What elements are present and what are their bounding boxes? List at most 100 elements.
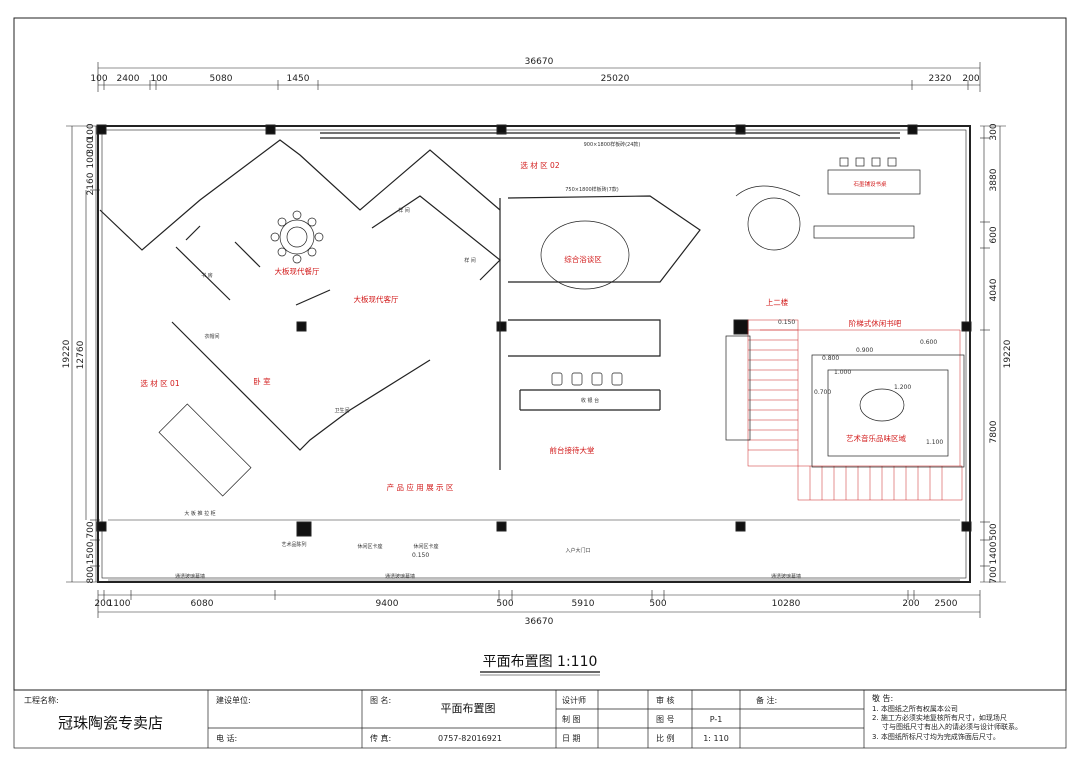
dim-bottom-seg: 5910 — [572, 599, 595, 609]
label-curtain: 通透玻璃幕墙 — [175, 573, 205, 580]
art-area-tiers — [725, 335, 965, 468]
dim-bottom-seg: 500 — [649, 599, 666, 609]
elev: 1.200 — [894, 384, 911, 391]
dim-left-seg: 1500 — [86, 541, 96, 564]
dim-left-seg: 800 — [86, 566, 96, 583]
label-xuancai-01: 选 材 区 01 — [140, 378, 179, 388]
label-bath: 综合浴谈区 — [564, 254, 602, 264]
bottom-dimensions — [97, 590, 981, 618]
dim-right-seg: 4040 — [989, 278, 999, 301]
label-upstairs: 上二楼 — [766, 297, 789, 307]
label-rest: 休闲区卡座 — [357, 543, 382, 550]
label-entrance: 入户大门口 — [565, 547, 590, 554]
dim-bottom-seg: 2500 — [935, 599, 958, 609]
dining-table — [270, 210, 324, 264]
elev: 0.700 — [814, 389, 831, 396]
dim-right-seg: 300 — [989, 123, 999, 140]
interior-walls — [99, 132, 960, 581]
label-curtain: 通透玻璃幕墙 — [385, 573, 415, 580]
label-sample: 样 间 — [398, 207, 410, 214]
bath-ellipse — [540, 220, 630, 290]
dim-top-total: 36670 — [525, 57, 554, 67]
elev: 1.000 — [834, 369, 851, 376]
label-stone: 石墨铺设书桌 — [853, 180, 887, 188]
label-living: 大板现代客厅 — [354, 294, 399, 304]
label-xuancai-02: 选 材 区 02 — [520, 160, 559, 170]
tb-check-label: 审 核 — [656, 695, 675, 705]
dim-top-seg: 100 — [90, 74, 107, 84]
cashier-chairs — [551, 372, 623, 386]
tb-date-label: 日 期 — [562, 734, 581, 743]
elev: 0.150 — [778, 319, 795, 326]
tb-project-label: 工程名称: — [24, 695, 59, 705]
tb-phone-label: 电 话: — [216, 733, 237, 743]
elev: 0.800 — [822, 355, 839, 362]
dim-top-seg: 1450 — [287, 74, 310, 84]
left-dimensions — [66, 125, 100, 583]
title-block — [13, 689, 1067, 749]
tb-remark-label: 备 注: — [756, 695, 777, 705]
sheet-border — [13, 17, 1067, 691]
staircase — [747, 319, 963, 501]
tb-notice-2a: 2. 施工方必须实地复核所有尺寸，如现场尺 — [872, 713, 1007, 722]
label-panel-750: 750×1800样板砖(7款) — [565, 186, 619, 193]
dim-right-seg: 3880 — [989, 168, 999, 191]
dim-top-seg: 2320 — [929, 74, 952, 84]
label-study: 书 房 — [201, 272, 213, 279]
label-dining: 大板现代餐厅 — [275, 266, 320, 276]
dim-bottom-seg: 500 — [496, 599, 513, 609]
dim-left-seg: 100 — [86, 123, 96, 140]
dim-top-seg: 100 — [150, 74, 167, 84]
label-cloak: 衣帽间 — [204, 333, 219, 340]
tb-designer-label: 设计师 — [562, 695, 586, 705]
label-reception: 前台接待大堂 — [550, 445, 595, 455]
tb-notice-1: 1. 本图纸之所有权属本公司 — [872, 704, 958, 713]
tb-drafter-label: 制 图 — [562, 714, 581, 724]
label-panel-900: 900×1800样板砖(24款) — [584, 141, 641, 148]
right-dimensions — [980, 125, 1006, 583]
dim-bottom-seg: 6080 — [191, 599, 214, 609]
tb-fax-label: 传 真: — [370, 733, 391, 743]
dim-right-total: 19220 — [1003, 339, 1013, 368]
label-rest: 休闲区卡座 — [413, 543, 438, 550]
tb-number-label: 图 号 — [656, 715, 675, 724]
label-sample: 样 间 — [464, 257, 476, 264]
dim-left-seg: 2160 — [86, 172, 96, 195]
elev: 0.900 — [856, 347, 873, 354]
label-product: 产 品 应 用 展 示 区 — [387, 482, 454, 492]
elev: 0.600 — [920, 339, 937, 346]
dim-top-seg: 5080 — [210, 74, 233, 84]
label-shelf: 大 板 推 拉 柜 — [184, 510, 215, 517]
elev: 0.150 — [412, 552, 429, 559]
dim-left-seg: 700 — [86, 521, 96, 538]
label-bedroom: 卧 室 — [253, 376, 271, 386]
tb-scale-value: 1: 110 — [703, 734, 729, 743]
dim-top-seg: 25020 — [601, 74, 630, 84]
outer-walls — [96, 124, 972, 583]
label-cashier: 收 银 台 — [581, 397, 599, 404]
label-art: 艺术音乐品味区域 — [846, 433, 906, 443]
label-art-display: 艺术品陈列 — [281, 541, 306, 548]
dim-left-total: 19220 — [62, 339, 72, 368]
tb-notice-label: 敬 告: — [872, 693, 893, 703]
tb-client-label: 建设单位: — [216, 695, 251, 705]
dim-left-seg: 100 — [86, 151, 96, 168]
tb-notice-3: 3. 本图纸所标尺寸均为完成饰面后尺寸。 — [872, 732, 1000, 741]
tb-fax-value: 0757-82016921 — [438, 734, 502, 743]
meeting-table — [158, 403, 252, 497]
dim-bottom-seg: 1100 — [108, 599, 131, 609]
dim-bottom-seg: 200 — [94, 599, 111, 609]
tb-drawing-label: 图 名: — [370, 695, 391, 705]
dim-top-seg: 2400 — [117, 74, 140, 84]
dim-bottom-total: 36670 — [525, 617, 554, 627]
drawing-title: 平面布置图 1:110 — [483, 654, 598, 670]
dim-right-seg: 1400 — [989, 541, 999, 564]
dim-bottom-seg: 200 — [902, 599, 919, 609]
dim-right-seg: 600 — [989, 226, 999, 243]
elev: 1.100 — [926, 439, 943, 446]
label-stair-lounge: 阶梯式休闲书吧 — [849, 318, 902, 328]
tb-number-value: P-1 — [710, 715, 723, 724]
dim-right-seg: 7800 — [989, 420, 999, 443]
dim-right-seg: 700 — [989, 566, 999, 583]
tb-notice-2b: 寸与图纸尺寸有出入的请必须与设计师联系。 — [882, 722, 1022, 731]
